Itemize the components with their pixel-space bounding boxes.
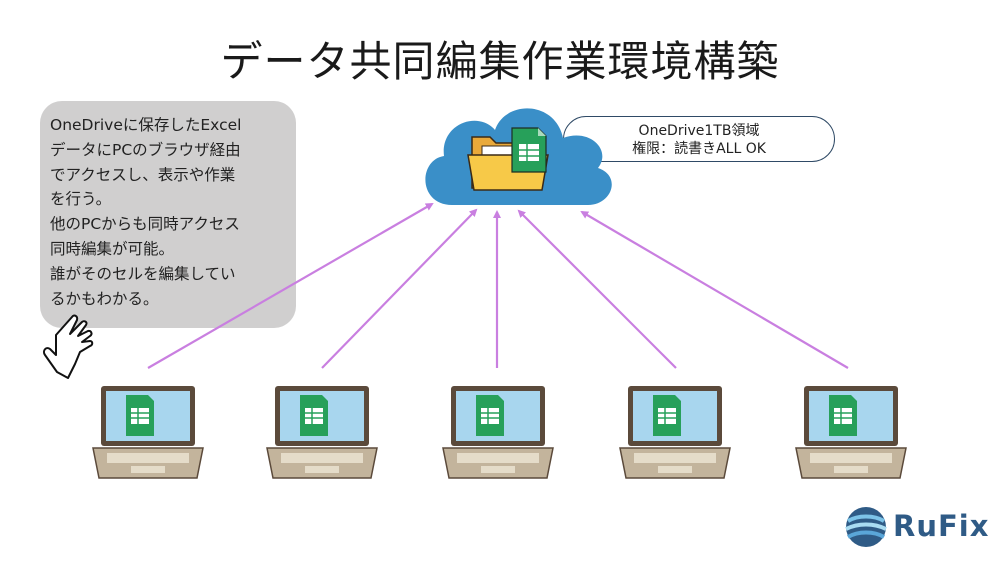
callout-line-permission: 権限：読書きALL OK (632, 141, 766, 157)
arrow-laptop-2 (321, 208, 478, 369)
callout-line-storage: OneDrive1TB領域 (638, 123, 760, 139)
note-line: 他のPCからも同時アクセス (50, 215, 240, 234)
laptop-icon (619, 386, 731, 479)
globe-logo-icon (845, 507, 887, 547)
explanation-text: OneDriveに保存したExcel データにPCのブラウザ経由 でアクセスし、… (50, 113, 290, 311)
note-line: でアクセスし、表示や作業 (50, 165, 236, 184)
laptop-icon (795, 386, 907, 479)
arrow-laptop-1 (147, 202, 434, 369)
note-line: を行う。 (50, 190, 112, 209)
explanation-note (40, 101, 296, 328)
laptop-icon (442, 386, 554, 479)
page-title: データ共同編集作業環境構築 (220, 37, 780, 86)
laptops (92, 386, 907, 479)
note-line: データにPCのブラウザ経由 (50, 140, 241, 159)
brand-logo-text: RuFix (893, 509, 990, 543)
pointing-hand-icon (42, 314, 94, 379)
laptop-icon (266, 386, 378, 479)
note-line: 同時編集が可能。 (50, 239, 175, 258)
note-line: 誰がそのセルを編集してい (50, 264, 236, 283)
note-line: るかもわかる。 (50, 289, 159, 308)
arrow-laptop-5 (580, 210, 849, 369)
arrows (147, 202, 849, 369)
cloud-callout: OneDrive1TB領域 権限：読書きALL OK (563, 116, 835, 162)
note-line: OneDriveに保存したExcel (50, 116, 242, 134)
laptop-icon (92, 386, 204, 479)
spreadsheet-icon (511, 127, 547, 173)
arrow-laptop-4 (517, 209, 677, 369)
